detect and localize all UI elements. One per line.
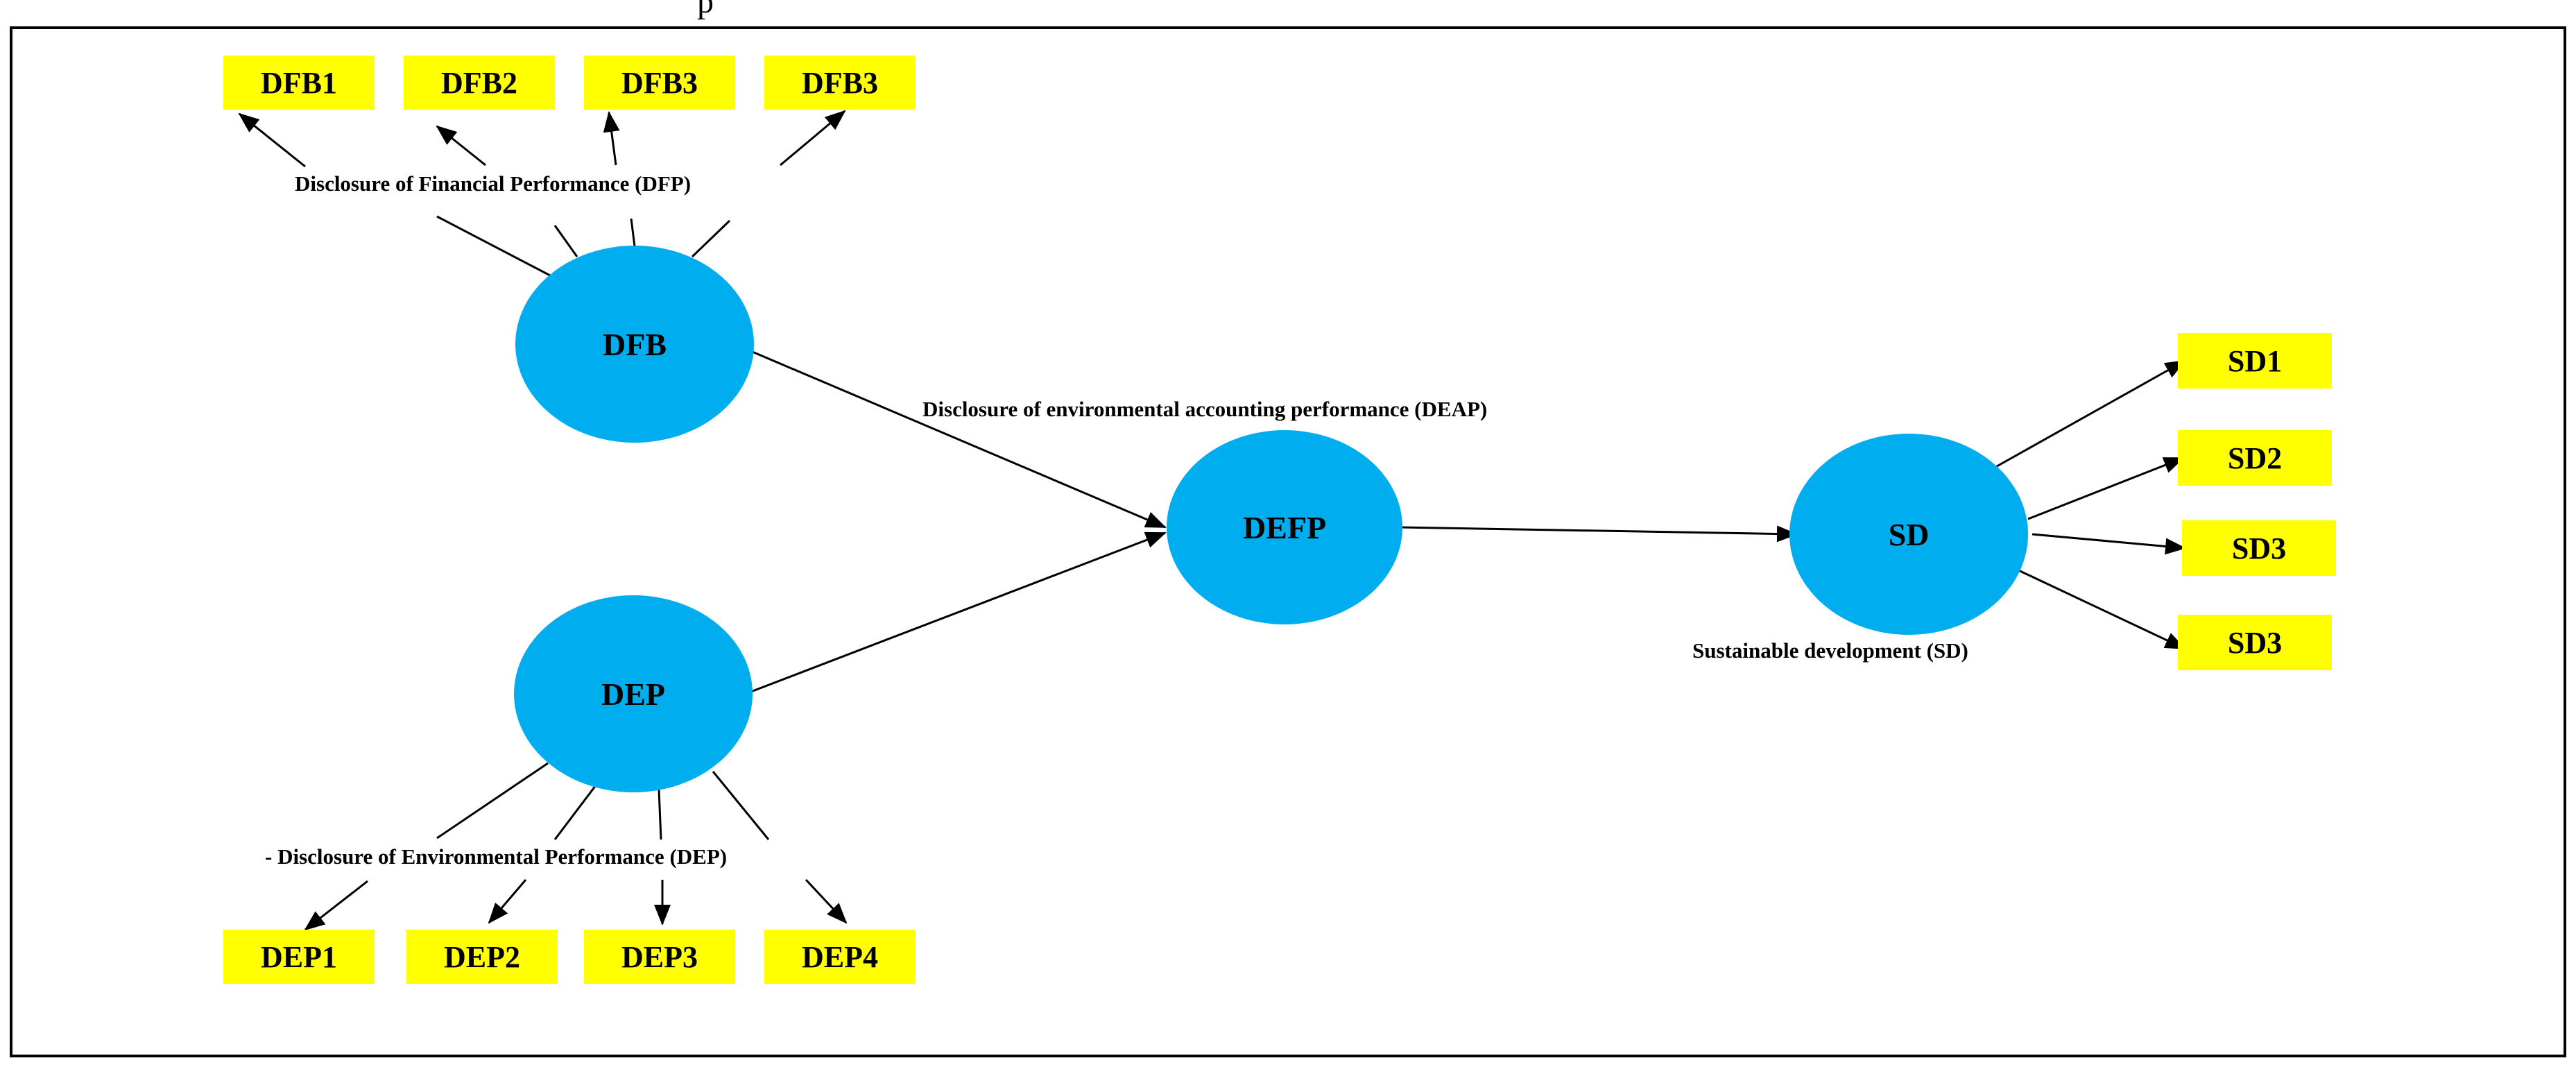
- edges: [238, 110, 2186, 931]
- node-dep-ellipse: [514, 595, 753, 792]
- indicators-sd: SD1 SD2 SD3 SD3: [2178, 333, 2336, 670]
- edge-dfb-defp: [748, 349, 1167, 529]
- edge-dfb-dfb1-upper: [238, 112, 306, 168]
- edge-sd-sd3a: [2032, 533, 2186, 555]
- edge-dfb-dfb2-lower: [553, 225, 578, 257]
- edge-dfb-dfb3b-lower: [691, 219, 731, 258]
- indicator-dep2-box: [406, 930, 558, 984]
- caption-sd: Sustainable development (SD): [1692, 638, 1968, 663]
- edge-dep-dep4-lower: [805, 878, 848, 924]
- indicator-sd3a-box: [2182, 520, 2336, 576]
- indicator-sd2-box: [2178, 430, 2332, 486]
- edge-dfb-dfb2-upper: [436, 125, 486, 167]
- edge-dep-dep2-upper: [553, 782, 599, 840]
- node-sd: SD: [1789, 434, 2028, 635]
- indicator-dfb3a-box: [584, 56, 735, 110]
- indicator-sd1-label: SD1: [2228, 344, 2282, 378]
- node-dep: DEP: [514, 595, 753, 792]
- indicator-dfb3a-label: DFB3: [621, 66, 698, 100]
- indicator-dfb1-label: DFB1: [261, 66, 337, 100]
- node-dep-label: DEP: [601, 676, 665, 712]
- indicator-dep1-label: DEP1: [261, 940, 337, 974]
- node-dfb-ellipse: [515, 246, 754, 443]
- caption-dep: - Disclosure of Environmental Performanc…: [265, 844, 727, 869]
- node-defp: DEFP: [1167, 430, 1402, 624]
- indicator-dep4-box: [764, 930, 916, 984]
- indicator-dfb1-box: [223, 56, 375, 110]
- indicators-dfb: DFB1 DFB2 DFB3 DFB3: [223, 56, 916, 110]
- indicator-dep4-label: DEP4: [802, 940, 878, 974]
- indicator-dep3-label: DEP3: [621, 940, 698, 974]
- node-defp-ellipse: [1167, 430, 1402, 624]
- indicator-sd2-label: SD2: [2228, 441, 2282, 475]
- node-dfb-label: DFB: [603, 327, 667, 362]
- edge-sd-sd3b: [2015, 568, 2186, 650]
- edge-dfb-dfb3a-lower: [630, 218, 636, 247]
- caption-dfp: Disclosure of Financial Performance (DFP…: [295, 171, 691, 196]
- edge-dfb-dfb3b-upper: [780, 110, 846, 167]
- indicator-sd3b-label: SD3: [2228, 626, 2282, 660]
- edge-defp-sd: [1399, 525, 1798, 543]
- edge-dep-dep1-upper: [436, 762, 549, 840]
- edge-dep-defp: [748, 531, 1167, 694]
- node-defp-label: DEFP: [1243, 510, 1326, 545]
- caption-deap: Disclosure of environmental accounting p…: [922, 397, 1487, 421]
- edge-dfb-dfb3a-upper: [603, 111, 620, 166]
- indicator-dep1-box: [223, 930, 375, 984]
- indicator-dfb3b-label: DFB3: [802, 66, 878, 100]
- indicator-dfb2-box: [404, 56, 555, 110]
- edge-dfb-dfb1-lower: [436, 215, 552, 278]
- indicator-sd3b-box: [2178, 615, 2332, 670]
- indicator-sd3a-label: SD3: [2232, 531, 2286, 565]
- node-dfb: DFB: [515, 246, 754, 443]
- indicators-dep: DEP1 DEP2 DEP3 DEP4: [223, 930, 916, 984]
- node-sd-label: SD: [1889, 517, 1930, 552]
- edge-sd-sd1: [1991, 359, 2186, 470]
- edge-dep-dep1-lower: [304, 880, 368, 931]
- edge-dep-dep3-upper: [658, 789, 662, 840]
- indicator-sd1-box: [2178, 333, 2332, 389]
- indicator-dep2-label: DEP2: [444, 940, 520, 974]
- indicator-dep3-box: [584, 930, 735, 984]
- edge-sd-sd2: [2027, 457, 2185, 520]
- indicator-dfb2-label: DFB2: [441, 66, 517, 100]
- edge-dep-dep4-upper: [712, 771, 770, 840]
- node-sd-ellipse: [1789, 434, 2028, 635]
- diagram-frame: [10, 26, 2566, 1057]
- edge-dep-dep2-lower: [488, 879, 527, 924]
- header-partial-text: p: [697, 0, 714, 20]
- indicator-dfb3b-box: [764, 56, 916, 110]
